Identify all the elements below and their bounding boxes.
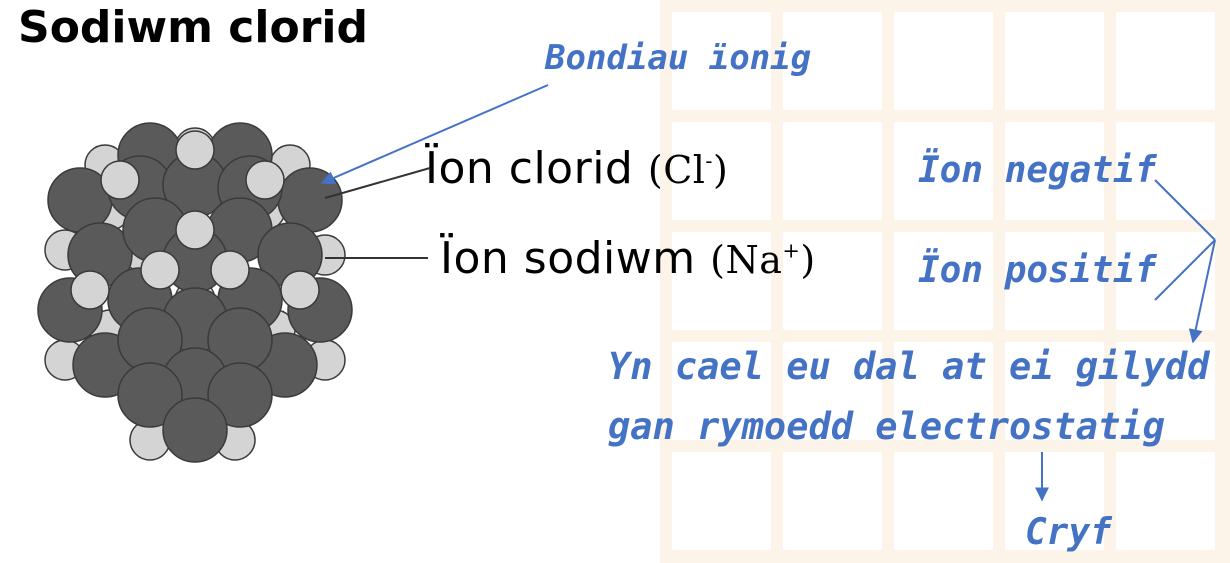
page-title: Sodiwm clorid — [18, 2, 368, 53]
grid-cell — [672, 232, 771, 330]
sodium-chloride-lattice — [37, 122, 353, 463]
sodium-formula: (Na+) — [710, 238, 816, 282]
grid-cell — [1005, 122, 1104, 220]
grid-cell — [1116, 452, 1215, 550]
grid-cell — [783, 452, 882, 550]
grid-cell — [1116, 342, 1215, 440]
sodium-ion — [70, 270, 110, 310]
grid-cell — [894, 12, 993, 110]
sodium-ion-text: Ïon sodiwm — [440, 233, 696, 284]
grid-cell — [672, 122, 771, 220]
ionic-bonds-arrow — [320, 84, 549, 185]
sodium-ion — [280, 270, 320, 310]
ionic-bonds-annotation: Bondiau ïonig — [545, 38, 812, 78]
grid-cell — [672, 342, 771, 440]
chloride-ion-text: Ïon clorid — [425, 143, 634, 194]
grid-cell — [894, 232, 993, 330]
grid-cell — [1005, 452, 1104, 550]
grid-cell — [1005, 232, 1104, 330]
chloride-leader-line — [324, 167, 431, 199]
chloride-ion — [117, 362, 183, 428]
negative-ion-bracket — [1154, 179, 1216, 241]
electrostatic-annotation-line2: gan rymoedd electrostatig — [608, 405, 1165, 448]
positive-ion-annotation: Ïon positif — [918, 250, 1157, 291]
sodium-ion-label: Ïon sodiwm (Na+) — [440, 233, 816, 284]
grid-cell — [1005, 12, 1104, 110]
positive-ion-bracket — [1154, 239, 1216, 301]
sodium-ion — [175, 210, 215, 250]
grid-cell — [783, 342, 882, 440]
grid-cell — [894, 452, 993, 550]
grid-cell — [783, 232, 882, 330]
sodium-ion — [140, 250, 180, 290]
grid-cell — [783, 12, 882, 110]
grid-cell — [894, 122, 993, 220]
grid-cell — [894, 342, 993, 440]
bracket-to-electrostatic-arrow — [1188, 239, 1216, 344]
electrostatic-annotation-line1: Yn cael eu dal at ei gilydd — [608, 345, 1210, 388]
grid-cell — [1116, 122, 1215, 220]
chloride-formula: (Cl-) — [647, 148, 729, 192]
chloride-ion — [207, 362, 273, 428]
chloride-ion — [162, 397, 228, 463]
grid-cell — [672, 12, 771, 110]
strong-annotation: Cryf — [1025, 512, 1112, 553]
sodium-ion — [175, 130, 215, 170]
sodium-ion — [100, 160, 140, 200]
sodium-ion — [210, 250, 250, 290]
background-grid — [660, 0, 1230, 563]
grid-cell — [783, 122, 882, 220]
grid-cell — [672, 452, 771, 550]
chloride-ion-label: Ïon clorid (Cl-) — [425, 143, 728, 194]
negative-ion-annotation: Ïon negatif — [918, 150, 1157, 191]
grid-cell — [1116, 12, 1215, 110]
grid-cell — [1005, 342, 1104, 440]
sodium-ion — [245, 160, 285, 200]
